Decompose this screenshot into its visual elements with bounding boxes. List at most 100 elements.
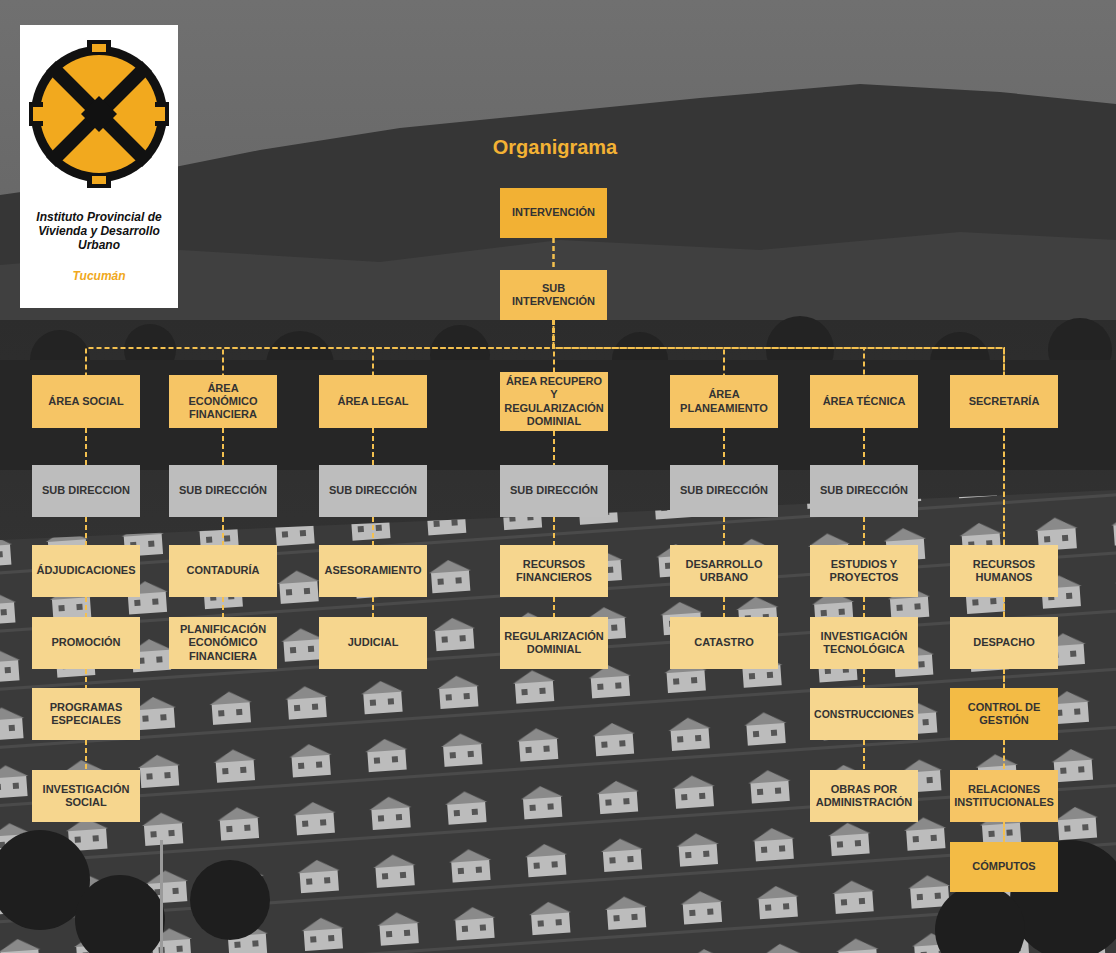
box-label: PROMOCIÓN — [51, 636, 120, 649]
org-box: ASESORAMIENTO — [319, 545, 427, 597]
org-box: ÁREA LEGAL — [319, 375, 427, 428]
box-label: ÁREA PLANEAMIENTO — [674, 388, 774, 414]
org-box: CONTADURÍA — [169, 545, 277, 597]
dashed-connector — [222, 428, 224, 465]
dashed-connector — [372, 597, 374, 617]
dashed-connector — [85, 428, 87, 465]
dashed-connector — [222, 597, 224, 617]
dashed-connector — [1003, 822, 1005, 842]
dashed-connector — [372, 428, 374, 465]
org-box: DESARROLLO URBANO — [670, 545, 778, 597]
org-box: ÁREA SOCIAL — [32, 375, 140, 428]
dashed-connector — [553, 238, 555, 270]
dashed-connector — [85, 597, 87, 617]
dashed-connector — [554, 320, 725, 375]
box-label: CATASTRO — [694, 636, 753, 649]
dashed-connector — [1003, 669, 1005, 688]
dashed-connector — [723, 428, 725, 465]
org-box: PLANIFICACIÓN ECONÓMICO FINANCIERA — [169, 617, 277, 669]
org-box: SECRETARÍA — [950, 375, 1058, 428]
box-label: SUB DIRECCIÓN — [820, 484, 908, 497]
org-box: SUB DIRECCIÓN — [500, 465, 608, 517]
org-box: ÁREA RECUPERO Y REGULARIZACIÓN DOMINIAL — [500, 372, 608, 431]
dashed-connector — [553, 597, 555, 617]
box-label: CONSTRUCCIONES — [814, 708, 914, 721]
box-label: DESARROLLO URBANO — [674, 558, 774, 584]
dashed-connector — [85, 669, 87, 688]
box-label: SUB DIRECCIÓN — [179, 484, 267, 497]
dashed-connector — [553, 517, 555, 545]
box-label: JUDICIAL — [348, 636, 399, 649]
dashed-connector — [86, 320, 554, 375]
org-box: JUDICIAL — [319, 617, 427, 669]
box-label: INVESTIGACIÓN TECNOLÓGICA — [814, 630, 914, 656]
logo-box: Instituto Provincial de Vivienda y Desar… — [20, 25, 178, 308]
logo-text: Tucumán — [25, 269, 173, 283]
dashed-connector — [373, 320, 554, 375]
org-box: ÁREA PLANEAMIENTO — [670, 375, 778, 428]
logo-symbol — [29, 30, 169, 205]
box-label: DESPACHO — [973, 636, 1035, 649]
org-box: RECURSOS HUMANOS — [950, 545, 1058, 597]
box-label: SUB DIRECCIÓN — [510, 484, 598, 497]
dashed-connector — [85, 517, 87, 545]
org-box: SUB INTERVENCIÓN — [500, 270, 607, 320]
box-label: ASESORAMIENTO — [325, 564, 422, 577]
box-label: INTERVENCIÓN — [512, 206, 595, 219]
box-label: REGULARIZACIÓN DOMINIAL — [504, 630, 604, 656]
org-box: OBRAS POR ADMINISTRACIÓN — [810, 770, 918, 822]
dashed-connector — [863, 517, 865, 545]
box-label: RECURSOS HUMANOS — [954, 558, 1054, 584]
box-label: SUB INTERVENCIÓN — [504, 282, 603, 308]
box-label: ÁREA RECUPERO Y REGULARIZACIÓN DOMINIAL — [504, 375, 604, 428]
box-label: RELACIONES INSTITUCIONALES — [954, 783, 1054, 809]
dashed-connector — [863, 740, 865, 770]
dashed-connector — [863, 669, 865, 688]
logo-text: Instituto Provincial de Vivienda y Desar… — [25, 210, 173, 252]
org-box: PROGRAMAS ESPECIALES — [32, 688, 140, 740]
box-label: OBRAS POR ADMINISTRACIÓN — [814, 783, 914, 809]
org-box: CONTROL DE GESTIÓN — [950, 688, 1058, 740]
dashed-connector — [863, 428, 865, 465]
dashed-connector — [554, 238, 1005, 842]
org-box: INVESTIGACIÓN SOCIAL — [32, 770, 140, 822]
box-label: INVESTIGACIÓN SOCIAL — [36, 783, 136, 809]
dashed-connector — [85, 740, 87, 770]
dashed-connector — [372, 517, 374, 545]
org-box: RECURSOS FINANCIEROS — [500, 545, 608, 597]
dashed-connector — [1003, 428, 1005, 545]
box-label: ÁREA LEGAL — [337, 395, 408, 408]
dashed-connector — [863, 597, 865, 617]
org-box: ESTUDIOS Y PROYECTOS — [810, 545, 918, 597]
box-label: CONTADURÍA — [186, 564, 259, 577]
dashed-connector — [1003, 597, 1005, 617]
box-label: ÁREA SOCIAL — [48, 395, 123, 408]
org-box: ÁDJUDICACIONES — [32, 545, 140, 597]
dashed-connector — [553, 431, 555, 465]
dashed-connector — [554, 320, 1005, 375]
box-label: ÁREA ECONÓMICO FINANCIERA — [173, 382, 273, 422]
org-box: SUB DIRECCIÓN — [169, 465, 277, 517]
org-box: DESPACHO — [950, 617, 1058, 669]
org-box: SUB DIRECCIÓN — [670, 465, 778, 517]
dashed-connector — [723, 597, 725, 617]
box-label: CONTROL DE GESTIÓN — [954, 701, 1054, 727]
org-box: INVESTIGACIÓN TECNOLÓGICA — [810, 617, 918, 669]
dashed-connector — [1003, 740, 1005, 770]
box-label: SECRETARÍA — [969, 395, 1040, 408]
org-box: REGULARIZACIÓN DOMINIAL — [500, 617, 608, 669]
org-box: ÁREA ECONÓMICO FINANCIERA — [169, 375, 277, 428]
org-box: PROMOCIÓN — [32, 617, 140, 669]
dashed-connector — [222, 517, 224, 545]
org-box: SUB DIRECCION — [32, 465, 140, 517]
org-box: INTERVENCIÓN — [500, 188, 607, 238]
box-label: SUB DIRECCIÓN — [329, 484, 417, 497]
box-label: RECURSOS FINANCIEROS — [504, 558, 604, 584]
box-label: ÁREA TÉCNICA — [823, 395, 906, 408]
dashed-connector — [723, 517, 725, 545]
org-box: CONSTRUCCIONES — [810, 688, 918, 740]
chart-title: Organigrama — [430, 136, 680, 159]
box-label: SUB DIRECCION — [42, 484, 130, 497]
box-label: ÁDJUDICACIONES — [36, 564, 135, 577]
